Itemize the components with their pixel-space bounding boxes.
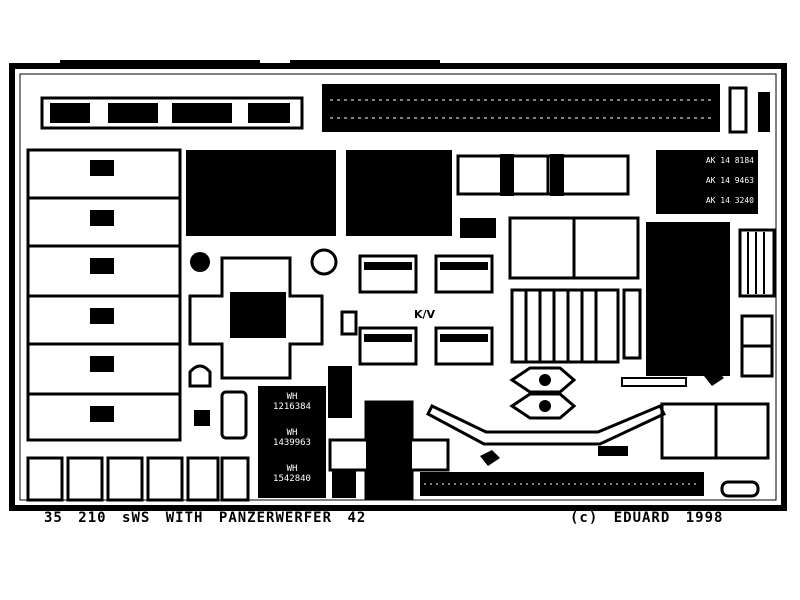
plate-3-prefix: WH <box>286 464 298 474</box>
ak-plate-2: AK 14 9463 <box>705 176 754 185</box>
part-24-bracket <box>426 404 667 446</box>
part-35 <box>622 288 642 360</box>
part-34-block <box>646 222 730 376</box>
part-20b <box>704 370 724 386</box>
part-9 <box>220 390 248 440</box>
part-5 <box>194 410 210 426</box>
part-21 <box>621 377 687 387</box>
part-42-comb-strip <box>322 84 720 132</box>
ak-plate-1: AK 14 8184 <box>705 156 754 165</box>
part-28-ladder <box>510 288 620 364</box>
part-46-h-frames <box>456 154 630 196</box>
copyright: (c) EDUARD 1998 <box>570 510 724 526</box>
part-29-slats <box>738 228 776 298</box>
plate-1-number: 1216384 <box>273 402 311 412</box>
plate-block <box>258 386 326 498</box>
part-53 <box>758 92 770 132</box>
part-20 <box>480 450 500 466</box>
plate-2-number: 1439963 <box>273 438 311 448</box>
part-50 <box>728 86 748 134</box>
plate-3-number: 1542840 <box>273 474 311 484</box>
plate-1-prefix: WH <box>286 392 298 402</box>
plate-1: WH 1216384 <box>263 392 321 412</box>
ak-plate-block <box>656 150 758 214</box>
part-40-block <box>346 150 452 236</box>
fret-outer-frame <box>9 63 787 511</box>
part-23 <box>509 366 577 420</box>
part-14-cross <box>188 256 324 380</box>
left-panel-stack <box>26 148 182 442</box>
part-44 <box>720 480 760 498</box>
product-number: 210 <box>78 510 107 526</box>
plate-2: WH 1439963 <box>263 428 321 448</box>
part-12 <box>340 310 358 336</box>
part-1-bracket <box>40 96 304 130</box>
part-13 <box>328 366 352 418</box>
part-43-block <box>186 150 336 236</box>
product-code: 35 <box>44 510 63 526</box>
part-15 <box>188 364 212 388</box>
part-3-boxes <box>26 456 250 502</box>
part-16-disc <box>190 252 210 272</box>
plate-2-prefix: WH <box>286 428 298 438</box>
part-ring <box>310 248 338 276</box>
ak-plate-3: AK 14 3240 <box>705 196 754 205</box>
part-17-links <box>358 254 494 366</box>
part-27 <box>740 314 774 378</box>
fret-caption: 35 210 sWS WITH PANZERWERFER 42 <box>44 510 366 526</box>
part-19 <box>598 446 628 456</box>
kv-marking: K/V <box>414 308 436 321</box>
plate-3: WH 1542840 <box>263 464 321 484</box>
part-37 <box>460 218 496 238</box>
fret-inner-border <box>19 73 777 501</box>
part-10 <box>332 470 356 498</box>
product-title: sWS WITH PANZERWERFER 42 <box>122 510 367 526</box>
